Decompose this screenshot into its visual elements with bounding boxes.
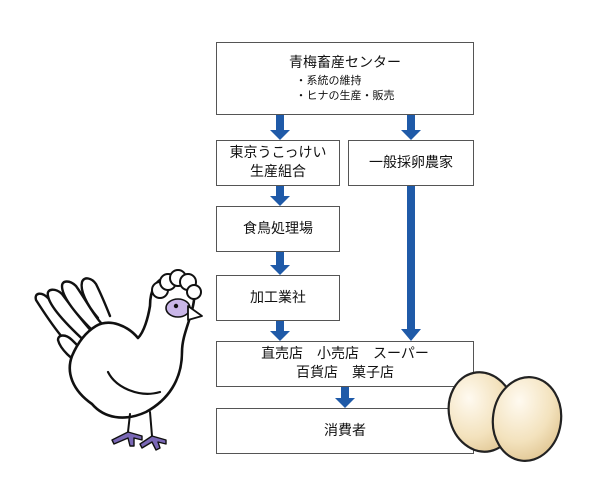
arrow-maker-to-stores	[270, 321, 290, 341]
node-farmers: 一般採卵農家	[348, 140, 474, 186]
node-union-line: 生産組合	[250, 164, 306, 180]
node-farmers-label: 一般採卵農家	[369, 154, 453, 171]
node-stores-line: 百貨店 菓子店	[296, 365, 394, 381]
chicken-eye	[173, 303, 179, 309]
node-processing-label: 食鳥処理場	[243, 220, 313, 237]
chicken-crest	[151, 269, 202, 300]
arrow-union-to-processing	[270, 186, 290, 206]
node-center-item: ・系統の維持	[295, 74, 362, 87]
arrow-stores-to-consumer	[335, 387, 355, 408]
node-center-title: 青梅畜産センター	[289, 55, 401, 71]
arrow-center-to-union	[270, 115, 290, 140]
chicken-beak	[187, 305, 203, 321]
chicken-wing	[106, 370, 162, 395]
chicken-body	[68, 274, 196, 419]
node-center: 青梅畜産センター ・系統の維持 ・ヒナの生産・販売	[216, 42, 474, 115]
node-maker-label: 加工業社	[250, 289, 306, 306]
egg-right	[491, 376, 563, 462]
node-union: 東京うこっけい 生産組合	[216, 140, 340, 186]
arrow-processing-to-maker	[270, 252, 290, 275]
node-processing: 食鳥処理場	[216, 206, 340, 252]
node-stores-line: 直売店 小売店 スーパー	[261, 346, 429, 362]
node-center-items: ・系統の維持 ・ヒナの生産・販売	[296, 73, 395, 103]
arrow-farmers-to-stores	[401, 186, 421, 341]
chicken-legs	[127, 411, 153, 437]
node-center-item: ・ヒナの生産・販売	[295, 89, 395, 102]
node-union-line: 東京うこっけい	[229, 145, 327, 161]
node-stores: 直売店 小売店 スーパー 百貨店 菓子店	[216, 341, 474, 387]
node-consumer-label: 消費者	[324, 422, 366, 439]
node-consumer: 消費者	[216, 408, 474, 454]
chicken-feet	[111, 431, 167, 451]
node-maker: 加工業社	[216, 275, 340, 321]
arrow-center-to-farmers	[401, 115, 421, 140]
